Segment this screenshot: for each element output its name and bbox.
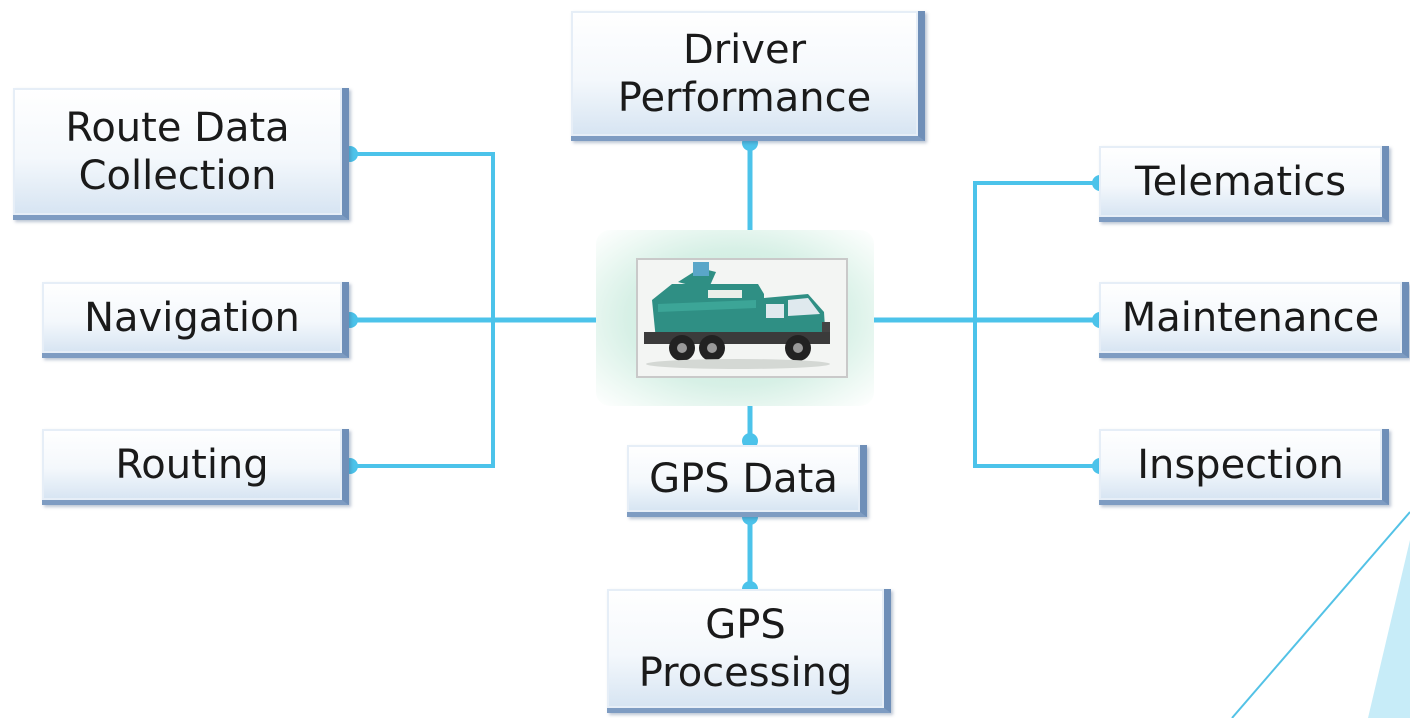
node-label: Maintenance (1121, 294, 1380, 341)
node-label: Navigation (84, 294, 300, 341)
node-label: Routing (115, 441, 269, 488)
node-gps-data: GPS Data (627, 445, 867, 517)
node-inspection: Inspection (1099, 429, 1389, 505)
node-label: Telematics (1134, 158, 1347, 205)
connector-telematics (973, 181, 1102, 468)
node-gps-processing: GPS Processing (607, 589, 891, 713)
corner-decoration (1368, 540, 1410, 718)
node-route-data-collection: Route Data Collection (13, 88, 349, 220)
node-navigation: Navigation (42, 282, 349, 358)
node-label: GPS Data (649, 455, 838, 502)
node-maintenance: Maintenance (1099, 282, 1409, 358)
node-routing: Routing (42, 429, 349, 505)
corner-decoration-line (1231, 511, 1410, 718)
garbage-truck-image (636, 258, 848, 378)
node-label: Driver Performance (617, 26, 872, 121)
node-driver-performance: Driver Performance (571, 11, 925, 141)
node-label: Inspection (1137, 441, 1344, 488)
node-label: Route Data Collection (65, 104, 290, 199)
node-label: GPS Processing (638, 601, 853, 696)
node-telematics: Telematics (1099, 146, 1389, 222)
truck-icon (638, 260, 846, 376)
connector-lines (347, 140, 1103, 592)
connector-route-data (348, 152, 495, 468)
